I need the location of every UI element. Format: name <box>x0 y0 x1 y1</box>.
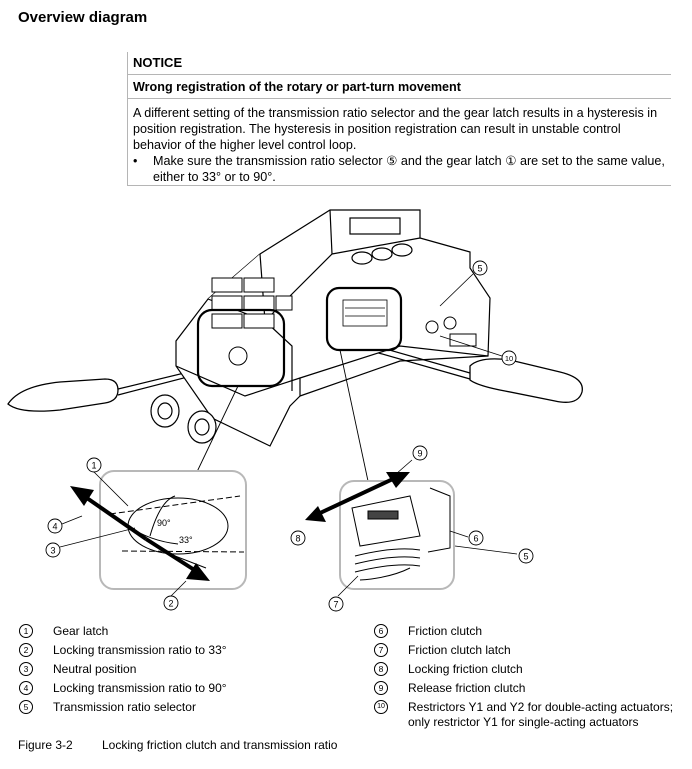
zoom-line <box>194 385 239 477</box>
figure-legend: 1 Gear latch 2 Locking transmission rati… <box>0 624 692 734</box>
leader-lines <box>59 273 518 597</box>
legend-text: Transmission ratio selector <box>53 700 196 714</box>
bullet-dot-icon: • <box>133 154 138 168</box>
gear-latch-highlight <box>196 308 286 388</box>
legend-text: Neutral position <box>53 662 137 676</box>
notice-subtitle: Wrong registration of the rotary or part… <box>133 80 461 94</box>
legend-number: 4 <box>19 681 33 695</box>
svg-text:2: 2 <box>168 599 173 609</box>
cable-glands <box>150 394 217 444</box>
legend-number: 3 <box>19 662 33 676</box>
callout-10: 10 <box>501 350 517 366</box>
clutch-arrow <box>305 472 410 522</box>
callout-9: 9 <box>412 445 428 461</box>
svg-text:5: 5 <box>523 552 528 562</box>
legend-number: 10 <box>374 700 388 714</box>
angle-33-label: 33° <box>179 535 193 545</box>
legend-number: 1 <box>19 624 33 638</box>
friction-clutch-detail-drawing <box>351 487 451 581</box>
angle-90-label: 90° <box>157 518 171 528</box>
callout-5b: 5 <box>518 548 534 564</box>
callout-8: 8 <box>290 530 306 546</box>
svg-text:6: 6 <box>473 534 478 544</box>
svg-text:1: 1 <box>91 461 96 471</box>
callout-3: 3 <box>45 542 61 558</box>
notice-body: A different setting of the transmission … <box>133 106 658 152</box>
terminal-blocks <box>211 277 293 329</box>
device-drawing: 90° 33° <box>7 209 583 612</box>
section-title: Overview diagram <box>18 9 148 26</box>
svg-text:4: 4 <box>52 522 57 532</box>
legend-text: Locking transmission ratio to 33° <box>53 643 227 657</box>
callout-7: 7 <box>328 596 344 612</box>
callout-6: 6 <box>468 530 484 546</box>
notice-box: NOTICE Wrong registration of the rotary … <box>127 52 671 186</box>
restrictors <box>425 316 477 347</box>
legend-text: Locking transmission ratio to 90° <box>53 681 227 695</box>
legend-text: Locking friction clutch <box>408 662 523 676</box>
legend-number: 2 <box>19 643 33 657</box>
svg-text:10: 10 <box>505 354 513 363</box>
notice-title: NOTICE <box>133 55 183 70</box>
svg-text:3: 3 <box>50 546 55 556</box>
notice-bullet-text: Make sure the transmission ratio selecto… <box>153 154 665 184</box>
legend-text: Restrictors Y1 and Y2 for double-acting … <box>408 700 674 729</box>
callout-1: 1 <box>86 457 102 473</box>
legend-number: 8 <box>374 662 388 676</box>
legend-number: 9 <box>374 681 388 695</box>
figure-caption-label: Figure 3-2 <box>18 738 73 752</box>
overview-figure: 90° 33° <box>0 196 692 616</box>
svg-text:9: 9 <box>417 449 422 459</box>
svg-text:8: 8 <box>295 534 300 544</box>
figure-caption-text: Locking friction clutch and transmission… <box>102 738 338 752</box>
legend-text: Friction clutch latch <box>408 643 511 657</box>
legend-number: 7 <box>374 643 388 657</box>
legend-number: 5 <box>19 700 33 714</box>
callout-4: 4 <box>47 518 63 534</box>
legend-text: Friction clutch <box>408 624 483 638</box>
gear-latch-detail <box>99 470 247 590</box>
zoom-line <box>339 349 369 482</box>
svg-text:5: 5 <box>477 264 482 274</box>
gear-latch-part <box>228 346 248 366</box>
notice-border <box>127 52 128 186</box>
double-arrow <box>70 486 210 581</box>
friction-clutch-part <box>342 299 388 327</box>
clutch-highlight <box>325 286 403 352</box>
notice-border <box>127 185 671 186</box>
notice-header: NOTICE <box>127 52 671 75</box>
legend-text: Release friction clutch <box>408 681 526 695</box>
callout-2: 2 <box>163 595 179 611</box>
svg-text:7: 7 <box>333 600 338 610</box>
callout-5a: 5 <box>472 260 488 276</box>
legend-number: 6 <box>374 624 388 638</box>
notice-subheader: Wrong registration of the rotary or part… <box>127 75 671 99</box>
legend-text: Gear latch <box>53 624 109 638</box>
